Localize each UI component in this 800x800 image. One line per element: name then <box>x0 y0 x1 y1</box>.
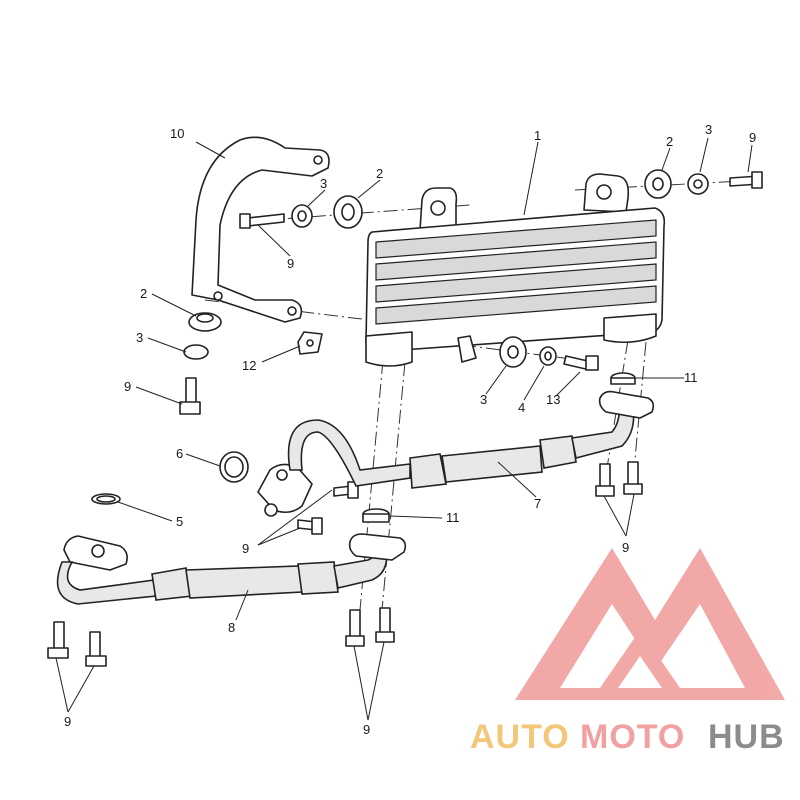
callout-2: 2 <box>376 166 383 181</box>
callout-11: 11 <box>684 370 698 385</box>
callout-3: 3 <box>705 122 712 137</box>
watermark-moto: MOTO <box>580 718 685 756</box>
callout-3: 3 <box>320 176 327 191</box>
callout-11: 11 <box>446 510 460 525</box>
hose-part-7 <box>257 390 655 517</box>
callout-2: 2 <box>666 134 673 149</box>
callout-4: 4 <box>518 400 525 415</box>
callout-2: 2 <box>140 286 147 301</box>
hose-part-8 <box>56 533 407 605</box>
callout-6: 6 <box>176 446 183 461</box>
callout-9: 9 <box>749 130 756 145</box>
callout-9: 9 <box>64 714 71 729</box>
callout-3: 3 <box>480 392 487 407</box>
callout-7: 7 <box>534 496 541 511</box>
clip-nut-part-12 <box>297 331 323 355</box>
callout-9: 9 <box>622 540 629 555</box>
grommets <box>183 169 709 368</box>
callout-9: 9 <box>287 256 294 271</box>
callout-labels: 1 2 2 2 3 3 3 3 4 5 6 7 8 9 9 9 9 9 9 9 … <box>64 122 756 737</box>
callout-1: 1 <box>534 128 541 143</box>
seals <box>91 372 636 523</box>
callout-10: 10 <box>170 126 184 141</box>
callout-13: 13 <box>546 392 560 407</box>
watermark-hub: HUB <box>708 718 785 756</box>
callout-5: 5 <box>176 514 183 529</box>
oil-cooler-part-1 <box>365 173 666 367</box>
bolts <box>47 171 763 667</box>
callout-8: 8 <box>228 620 235 635</box>
callout-9: 9 <box>242 541 249 556</box>
watermark-text: AUTO MOTO HUB <box>470 718 785 756</box>
callout-3: 3 <box>136 330 143 345</box>
callout-9: 9 <box>124 379 131 394</box>
leader-lines <box>55 137 753 721</box>
callout-9: 9 <box>363 722 370 737</box>
automotohub-logo <box>515 548 785 700</box>
bracket-part-10 <box>191 136 330 323</box>
watermark-auto: AUTO <box>470 718 570 756</box>
callout-12: 12 <box>242 358 256 373</box>
